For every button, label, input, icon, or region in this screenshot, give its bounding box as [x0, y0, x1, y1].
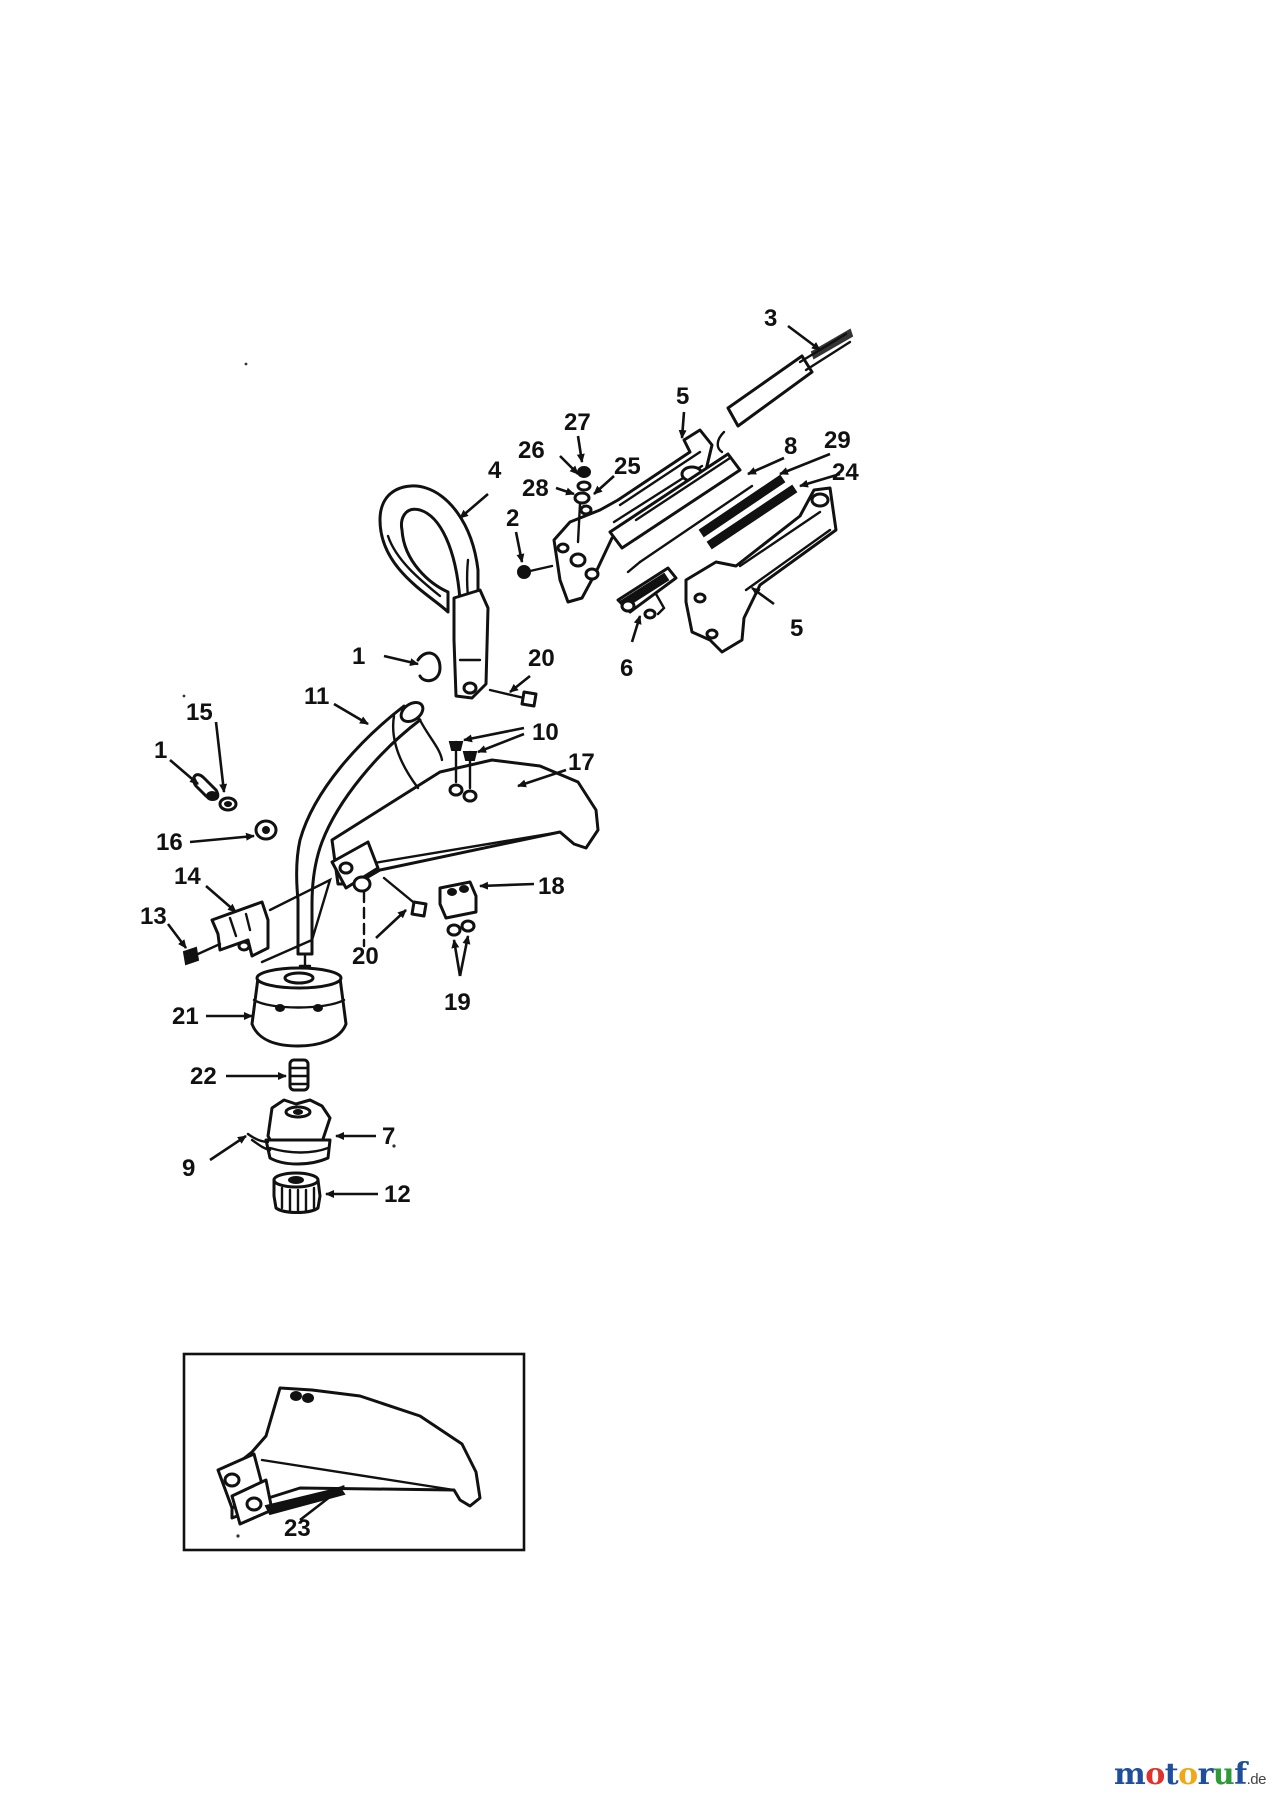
- housing-screw-part: [517, 564, 554, 579]
- watermark-letter: t: [1164, 1757, 1179, 1792]
- spool-housing-part: [250, 966, 348, 1048]
- throttle-lever-part: [616, 566, 678, 620]
- lower-housing-half-part: [684, 486, 838, 654]
- callout-1-upper: 1: [352, 643, 365, 670]
- handle-bracket-part: [416, 588, 490, 700]
- callout-18: 18: [538, 873, 565, 900]
- bracket-screw-part: [182, 942, 222, 966]
- callout-28: 28: [522, 475, 549, 502]
- cable-part: [626, 484, 754, 574]
- line-cutter-block-part: [438, 880, 478, 920]
- callout-4: 4: [488, 457, 502, 484]
- spool-part: [264, 1098, 332, 1166]
- debris-shield-part: [330, 714, 600, 893]
- callout-15: 15: [186, 699, 213, 726]
- callout-29: 29: [824, 427, 851, 454]
- spring-part: [288, 1058, 310, 1092]
- callout-11: 11: [304, 683, 329, 710]
- callout-10: 10: [532, 719, 559, 746]
- callout-9: 9: [182, 1155, 195, 1182]
- drive-tube-part: [608, 452, 742, 550]
- callout-24: 24: [832, 459, 859, 486]
- cutter-nuts-part: [446, 919, 476, 937]
- callout-2: 2: [506, 505, 519, 532]
- wing-nut-part: [192, 773, 220, 801]
- callout-26: 26: [518, 437, 545, 464]
- callout-21: 21: [172, 1003, 199, 1030]
- callout-17: 17: [568, 749, 595, 776]
- watermark-letter: u: [1212, 1757, 1235, 1792]
- callout-5-upper: 5: [676, 383, 689, 410]
- callout-5-lower: 5: [790, 615, 803, 642]
- callout-7: 7: [382, 1123, 395, 1150]
- callout-8: 8: [784, 433, 797, 460]
- shield-bolt-part: [362, 876, 428, 948]
- bump-knob-part: [272, 1171, 322, 1214]
- watermark-letter: o: [1145, 1757, 1165, 1792]
- shaft-housing-tube-part: [295, 700, 444, 984]
- callout-23: 23: [284, 1515, 311, 1542]
- flat-washer-part: [218, 796, 238, 812]
- callout-19: 19: [444, 989, 471, 1016]
- watermark-letter: r: [1197, 1757, 1214, 1792]
- guard-mount-bracket-part: [210, 900, 270, 958]
- shim-strips-part: [698, 474, 798, 550]
- callout-22: 22: [190, 1063, 217, 1090]
- leader-arrows: [166, 324, 841, 1198]
- scan-specks: [182, 362, 396, 1538]
- callout-labels: 3 5 27 26 25 28 8 29 24 4 2 5 6 1 20 11 …: [140, 305, 859, 1542]
- handle-bolt-part: [488, 688, 538, 708]
- callout-25: 25: [614, 453, 641, 480]
- callout-20-lower: 20: [352, 943, 379, 970]
- callout-13: 13: [140, 903, 167, 930]
- watermark-letter: o: [1178, 1757, 1198, 1792]
- callout-12: 12: [384, 1181, 411, 1208]
- watermark-letter: f: [1234, 1757, 1247, 1792]
- drive-shaft-part: [716, 328, 854, 454]
- shield-screws-part: [448, 740, 478, 790]
- trimmer-line-part: [246, 1132, 272, 1152]
- callout-14: 14: [174, 863, 201, 890]
- large-washer-part: [254, 819, 278, 841]
- callout-1-lower: 1: [154, 737, 167, 764]
- callout-16: 16: [156, 829, 183, 856]
- alternate-shield-part: [216, 1386, 482, 1526]
- callout-20-upper: 20: [528, 645, 555, 672]
- callout-3: 3: [764, 305, 777, 332]
- watermark-letter: m: [1113, 1757, 1146, 1792]
- callout-6: 6: [620, 655, 633, 682]
- inset-panel: [182, 1352, 526, 1552]
- watermark-suffix: .de: [1246, 1771, 1267, 1788]
- bracket-plate-part: [260, 877, 332, 964]
- callout-27: 27: [564, 409, 591, 436]
- site-watermark: motoruf.de: [1113, 1757, 1267, 1792]
